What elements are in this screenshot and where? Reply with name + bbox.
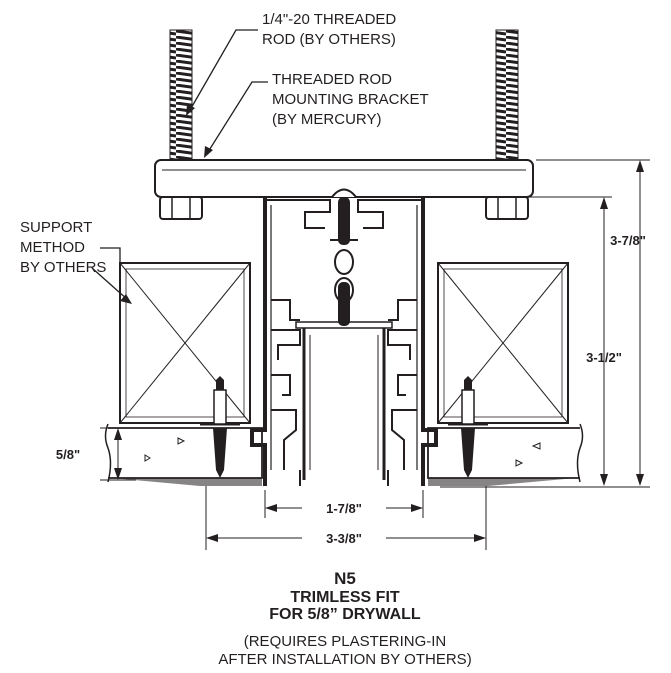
callout-bracket-line3: (BY MERCURY): [272, 111, 381, 128]
dimension-drywall-label: 5/8": [56, 447, 80, 462]
dimension-inner-width-label: 1-7/8": [326, 501, 362, 516]
nut-right: [485, 196, 529, 220]
callout-support-line3: BY OTHERS: [20, 259, 106, 276]
drywall-left: [104, 423, 263, 486]
callout-support-line1: SUPPORT: [20, 219, 92, 236]
callout-rod-line1: 1/4"-20 THREADED: [262, 11, 396, 28]
nut-left: [159, 196, 203, 220]
dimension-inner-width: [264, 490, 424, 518]
dimension-drywall: [100, 427, 136, 481]
caption-note-line2: AFTER INSTALLATION BY OTHERS): [218, 651, 471, 668]
leader-support-method: [91, 247, 132, 304]
hanger-link: [330, 188, 358, 326]
callout-bracket-line1: THREADED ROD: [272, 71, 392, 88]
dimension-overall-height-label: 3-7/8": [610, 233, 646, 248]
support-block-right: [437, 262, 569, 424]
leader-threaded-rod: [186, 29, 258, 116]
dimension-overall-height: [536, 159, 650, 486]
support-block-left: [119, 262, 251, 424]
screw-left: [200, 376, 240, 478]
leader-mounting-bracket: [204, 81, 268, 158]
fixture-housing: [250, 197, 438, 486]
caption-title-line1: TRIMLESS FIT: [290, 589, 400, 606]
dimension-body-height-label: 3-1/2": [586, 350, 622, 365]
callout-bracket-line2: MOUNTING BRACKET: [272, 91, 429, 108]
caption-model: N5: [334, 569, 356, 588]
screw-right: [448, 376, 488, 478]
caption-title-line2: FOR 5/8” DRYWALL: [269, 606, 421, 623]
callout-support-line2: METHOD: [20, 239, 85, 256]
dimension-body-height: [425, 196, 612, 486]
dimension-outer-width: [205, 486, 487, 550]
drywall-right: [427, 423, 584, 486]
callout-rod-line2: ROD (BY OTHERS): [262, 31, 396, 48]
dimension-outer-width-label: 3-3/8": [326, 531, 362, 546]
caption-note-line1: (REQUIRES PLASTERING-IN: [244, 633, 447, 650]
